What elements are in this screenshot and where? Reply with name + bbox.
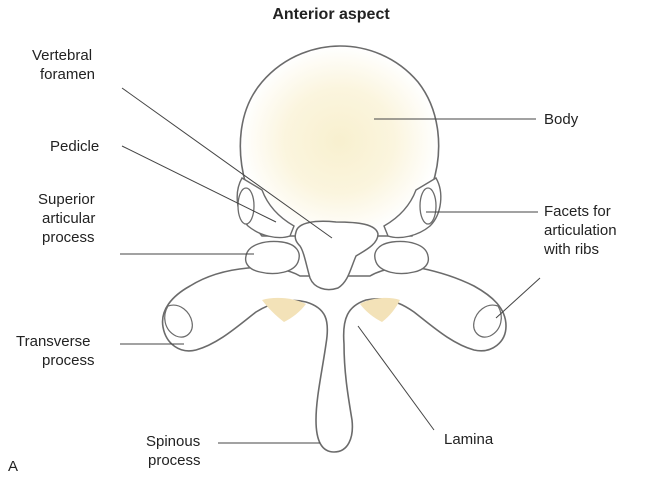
panel-letter: A xyxy=(8,458,18,475)
label-sap-line2: articular xyxy=(38,209,95,228)
label-pedicle: Pedicle xyxy=(50,137,99,156)
leader-facets-ribs xyxy=(496,278,540,318)
superior-articular-process-left xyxy=(246,242,300,274)
label-pedicle-line1: Pedicle xyxy=(50,137,99,156)
label-body: Body xyxy=(544,110,578,129)
posterior-arch xyxy=(163,267,506,452)
label-transverse-line1: Transverse xyxy=(16,332,95,351)
label-superior-articular-process: Superior articular process xyxy=(38,190,95,247)
label-facets-line2: articulation xyxy=(544,221,617,240)
rib-facet-right xyxy=(420,188,436,224)
label-vertebral-foramen-line2: foramen xyxy=(32,65,95,84)
label-lamina-line1: Lamina xyxy=(444,430,493,449)
label-spinous-line2: process xyxy=(146,451,201,470)
rib-facet-left xyxy=(238,188,254,224)
label-facets-line1: Facets for xyxy=(544,202,617,221)
lamina-shadow-left xyxy=(262,298,306,322)
label-facets: Facets for articulation with ribs xyxy=(544,202,617,259)
label-lamina: Lamina xyxy=(444,430,493,449)
label-sap-line1: Superior xyxy=(38,190,95,209)
label-sap-line3: process xyxy=(38,228,95,247)
superior-articular-process-right xyxy=(375,242,429,274)
label-facets-line3: with ribs xyxy=(544,240,617,259)
lamina-shadow-right xyxy=(360,298,400,322)
label-spinous-process: Spinous process xyxy=(146,432,201,470)
label-body-line1: Body xyxy=(544,110,578,129)
label-spinous-line1: Spinous xyxy=(146,432,201,451)
label-transverse-line2: process xyxy=(16,351,95,370)
label-vertebral-foramen-line1: Vertebral xyxy=(32,46,95,65)
label-vertebral-foramen: Vertebral foramen xyxy=(32,46,95,84)
label-transverse-process: Transverse process xyxy=(16,332,95,370)
leader-lamina xyxy=(358,326,434,430)
